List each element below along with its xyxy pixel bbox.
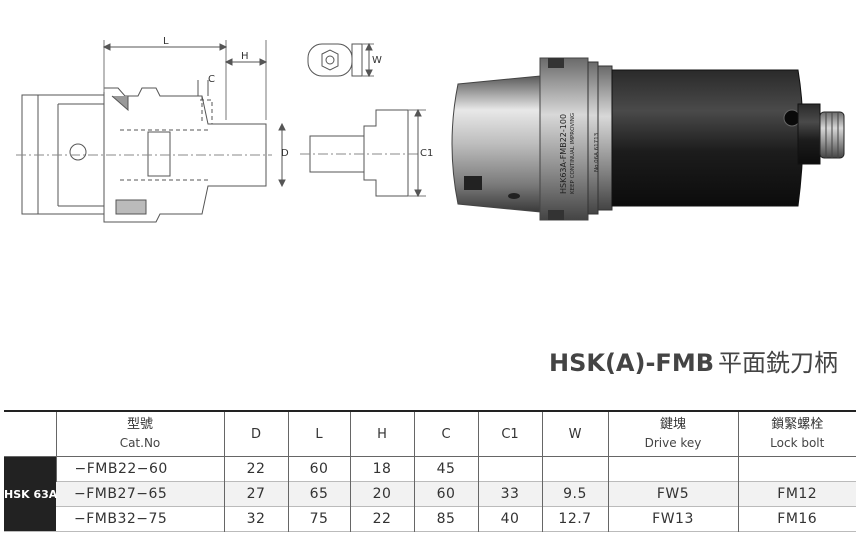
cell-c1: 33 <box>477 481 542 507</box>
technical-drawing: L H C D W C1 <box>16 36 845 223</box>
cell-h: 18 <box>349 456 414 482</box>
holder-marking-slogan: KEEP CONTINUAL IMPROVING <box>570 113 576 194</box>
cell-drive-key: FW13 <box>607 506 738 532</box>
cell-w: 12.7 <box>541 506 608 532</box>
cell-cat-no: −FMB32−75 <box>74 511 168 527</box>
cell-c1 <box>477 456 542 482</box>
cell-lock-bolt: FM16 <box>737 506 856 532</box>
header-c1: C1 <box>477 410 542 457</box>
cell-c: 85 <box>413 506 478 532</box>
cell-c: 45 <box>413 456 478 482</box>
cell-drive-key <box>607 456 738 482</box>
cell-drive-key: FW5 <box>607 481 738 507</box>
product-title-code: HSK(A)-FMB <box>548 349 714 377</box>
cell-d: 27 <box>223 481 288 507</box>
cell-h: 20 <box>349 481 414 507</box>
table-row: −FMB32−75 32 75 22 85 40 12.7 FW13 FM16 <box>4 506 856 532</box>
bolt-top-view <box>307 42 374 78</box>
header-l: L <box>287 410 350 457</box>
cell-d: 22 <box>223 456 288 482</box>
dim-label-C1: C1 <box>420 148 433 159</box>
dim-label-H: H <box>241 51 249 62</box>
table-row: HSK 63A −FMB22−60 22 60 18 45 <box>4 456 856 532</box>
series-header-blank <box>4 410 56 457</box>
table-row: −FMB27−65 27 65 20 60 33 9.5 FW5 FM12 <box>4 481 856 507</box>
header-w: W <box>541 410 608 457</box>
cell-d: 32 <box>223 506 288 532</box>
header-d: D <box>223 410 288 457</box>
cell-lock-bolt <box>737 456 856 482</box>
holder-section-view <box>16 40 286 223</box>
holder-marking-serial: No.06A 61713 <box>594 132 600 172</box>
product-photo <box>451 57 845 221</box>
cell-c1: 40 <box>477 506 542 532</box>
drive-key-side-view <box>300 108 426 198</box>
header-h: H <box>349 410 414 457</box>
dim-label-W: W <box>372 55 382 66</box>
dim-label-D: D <box>281 148 289 159</box>
product-title-name: 平面銑刀柄 <box>718 349 838 377</box>
cell-h: 22 <box>349 506 414 532</box>
cell-lock-bolt: FM12 <box>737 481 856 507</box>
header-c: C <box>413 410 478 457</box>
dim-label-C: C <box>208 74 215 85</box>
dim-label-L: L <box>163 36 169 47</box>
cell-c: 60 <box>413 481 478 507</box>
cell-l: 65 <box>287 481 350 507</box>
cell-w <box>541 456 608 482</box>
cell-l: 75 <box>287 506 350 532</box>
series-label: HSK 63A <box>4 456 57 532</box>
cell-l: 60 <box>287 456 350 482</box>
cell-cat-no: −FMB22−60 <box>55 456 224 482</box>
cell-w: 9.5 <box>541 481 608 507</box>
cell-cat-no: −FMB27−65 <box>56 481 224 507</box>
holder-marking-model: HSK63A-FMB22-100 <box>559 114 568 194</box>
